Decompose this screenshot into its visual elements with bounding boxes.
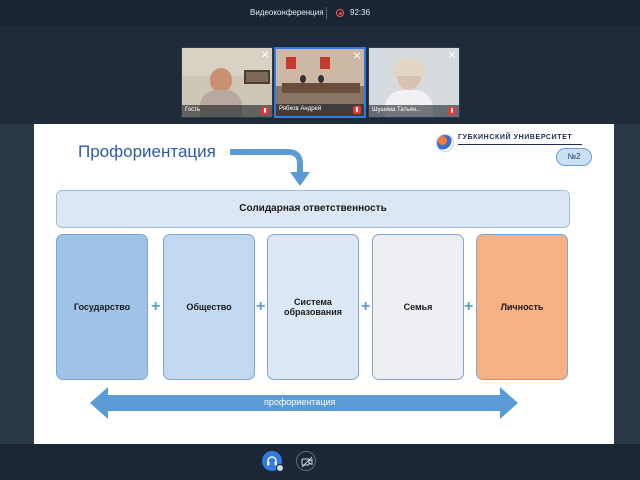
plus-sign: + — [256, 298, 266, 315]
conference-title: Видеоконференция — [250, 8, 324, 17]
slide: Профориентация ГУБКИНСКИЙ УНИВЕРСИТЕТ №2… — [34, 124, 614, 444]
camera-off-icon — [301, 456, 313, 468]
pillar-label: Государство — [73, 302, 131, 312]
participant-tile[interactable]: Шушина Татьян... — [368, 47, 460, 118]
slide-title: Профориентация — [78, 142, 216, 161]
audio-settings-dot[interactable] — [276, 464, 284, 472]
mic-icon[interactable] — [261, 107, 269, 115]
audio-button[interactable] — [262, 451, 284, 472]
slide-number-badge: №2 — [556, 148, 592, 166]
down-arrow-icon — [230, 149, 310, 186]
pillar-label: Семья — [403, 302, 433, 312]
participant-name: Шушина Татьян... — [369, 105, 459, 117]
arrow-label: профориентация — [264, 397, 336, 407]
expand-icon[interactable] — [261, 51, 269, 59]
call-controls — [0, 444, 640, 480]
expand-icon[interactable] — [353, 52, 361, 60]
pillar-label: Личность — [500, 302, 544, 312]
participant-tile-active[interactable]: Рябков Андрей — [274, 47, 366, 118]
recording-time: 92:36 — [350, 8, 371, 17]
banner-solidarity: Солидарная ответственность — [56, 190, 570, 228]
presentation-area: Профориентация ГУБКИНСКИЙ УНИВЕРСИТЕТ №2… — [0, 124, 640, 444]
plus-sign: + — [464, 298, 474, 315]
university-logo-icon — [436, 134, 454, 152]
divider — [326, 7, 327, 19]
plus-sign: + — [361, 298, 371, 315]
mic-icon[interactable] — [353, 106, 361, 114]
plus-sign: + — [151, 298, 161, 315]
record-icon[interactable] — [336, 9, 344, 17]
double-arrow-icon — [90, 387, 518, 419]
university-name: ГУБКИНСКИЙ УНИВЕРСИТЕТ — [458, 134, 573, 141]
pillar-education-system: Система образования — [267, 234, 359, 380]
pillar-state: Государство — [56, 234, 148, 380]
logo-underline — [458, 144, 582, 145]
pillar-society: Общество — [163, 234, 255, 380]
expand-icon[interactable] — [448, 51, 456, 59]
pillar-label: Общество — [186, 302, 232, 312]
participant-name: Рябков Андрей — [276, 104, 364, 116]
mic-icon[interactable] — [448, 107, 456, 115]
pillar-family: Семья — [372, 234, 464, 380]
camera-button[interactable] — [296, 451, 316, 471]
pillar-label: Система образования — [283, 297, 343, 317]
participant-name: Гость — [182, 105, 272, 117]
pillar-personality: Личность — [476, 234, 568, 380]
headphones-icon — [267, 456, 277, 466]
participant-tile[interactable]: Гость — [181, 47, 273, 118]
top-bar: Видеоконференция 92:36 — [0, 0, 640, 26]
